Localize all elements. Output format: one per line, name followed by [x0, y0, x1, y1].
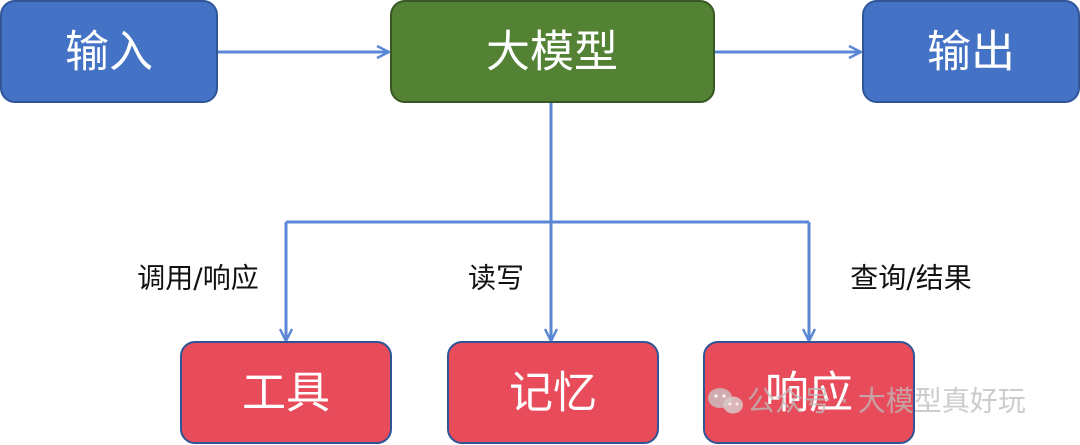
node-response-box — [703, 341, 915, 444]
node-input: 输入 — [0, 0, 218, 103]
node-llm: 大模型 — [390, 0, 715, 103]
watermark-text: 公众号 · 大模型真好玩 — [747, 385, 1026, 418]
edge-label-memory: 读写 — [468, 262, 524, 295]
node-output: 输出 — [862, 0, 1080, 103]
node-memory-box — [447, 341, 659, 444]
node-tools-label: 工具 — [242, 368, 330, 419]
node-tools: 工具 — [180, 341, 392, 444]
node-input-box — [0, 0, 218, 103]
edge-label-tools: 调用/响应 — [137, 262, 258, 295]
node-memory-label: 记忆 — [509, 368, 597, 419]
node-output-box — [862, 0, 1080, 103]
node-response-label: 响应 — [765, 368, 853, 419]
node-llm-box — [390, 0, 715, 103]
node-memory: 记忆 — [447, 341, 659, 444]
edges — [218, 52, 860, 340]
node-input-label: 输入 — [65, 27, 153, 78]
node-output-label: 输出 — [927, 27, 1015, 78]
edge-label-response: 查询/结果 — [850, 262, 971, 295]
watermark: 公众号 · 大模型真好玩 — [708, 385, 1026, 418]
node-response: 响应 — [703, 341, 915, 444]
node-llm-label: 大模型 — [486, 27, 618, 78]
node-tools-box — [180, 341, 392, 444]
wechat-icon — [708, 388, 743, 414]
